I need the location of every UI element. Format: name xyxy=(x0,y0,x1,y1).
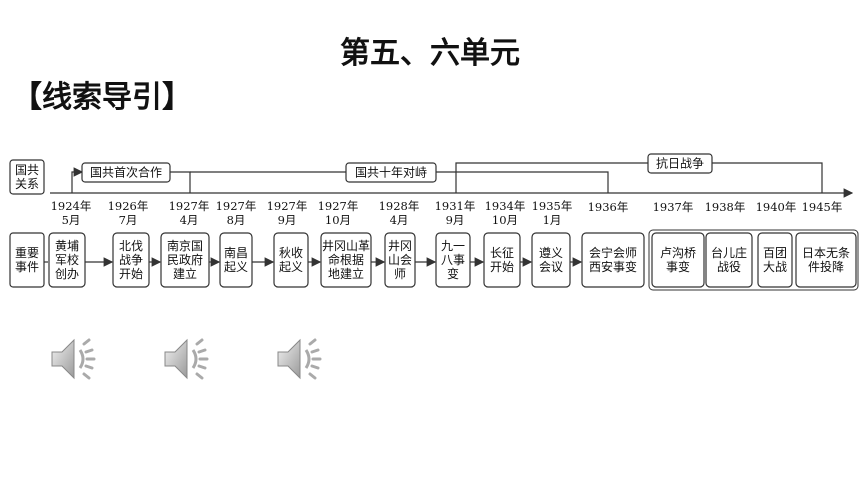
event-box-4-text: 南昌起义 xyxy=(224,245,248,274)
speaker-icon[interactable] xyxy=(270,330,328,388)
date-label: 1936年 xyxy=(588,200,629,214)
event-box-15 xyxy=(795,232,857,288)
event-box-11-text: 会宁会师西安事变 xyxy=(589,245,637,274)
phase-box-cooperation-text: 国共首次合作 xyxy=(90,165,162,180)
event-box-13-text: 台儿庄战役 xyxy=(711,245,747,274)
events-label-box xyxy=(9,232,45,288)
event-box-7-text: 井冈山会师 xyxy=(388,239,412,281)
date-label: 1940年 xyxy=(756,200,797,214)
date-label: 1937年 xyxy=(653,200,694,214)
phase-connector xyxy=(455,162,648,193)
relation-label-box-text: 国共关系 xyxy=(15,163,39,191)
event-box-15-text: 日本无条件投降 xyxy=(802,246,850,274)
date-label: 1945年 xyxy=(802,200,843,214)
event-box-6-text: 井冈山革命根据地建立 xyxy=(322,239,370,281)
event-box-12 xyxy=(651,232,705,288)
phase-connector xyxy=(712,162,823,193)
events-label-box-text: 重要事件 xyxy=(15,246,39,274)
phase-box-confrontation-text: 国共十年对峙 xyxy=(355,166,427,180)
event-box-3-text: 南京国民政府建立 xyxy=(167,238,203,281)
event-box-14-text: 百团大战 xyxy=(763,246,787,274)
event-box-2-text: 北伐战争开始 xyxy=(119,239,143,281)
phase-box-war-text: 抗日战争 xyxy=(656,156,704,171)
event-box-9-text: 长征开始 xyxy=(490,246,514,274)
speaker-icon[interactable] xyxy=(44,330,102,388)
date-label: 1938年 xyxy=(705,200,746,214)
relation-label-box xyxy=(9,159,45,195)
page-title: 第五、六单元 xyxy=(340,36,520,71)
section-title: 【线索导引】 xyxy=(12,80,192,115)
event-box-14 xyxy=(757,232,793,288)
speaker-icon[interactable] xyxy=(157,330,215,388)
war-events-group xyxy=(648,229,859,291)
event-box-8-text: 九一八事变 xyxy=(441,239,465,281)
event-box-5-text: 秋收起义 xyxy=(279,246,303,274)
phase-connector xyxy=(436,171,609,193)
event-box-12-text: 卢沟桥事变 xyxy=(660,245,696,274)
event-box-1-text: 黄埔军校创办 xyxy=(55,239,79,281)
event-box-10-text: 遵义会议 xyxy=(539,245,563,274)
phase-connector xyxy=(71,167,84,193)
event-box-1 xyxy=(48,232,86,288)
event-box-13 xyxy=(705,232,753,288)
phase-connector xyxy=(170,171,191,193)
